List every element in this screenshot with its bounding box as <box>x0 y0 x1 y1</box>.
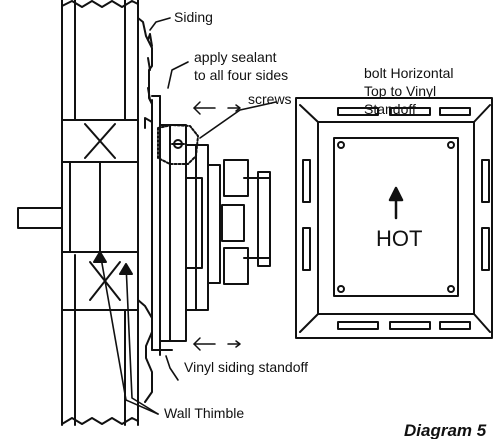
up-arrow-icon <box>388 186 404 220</box>
label-sealant-line2: to all four sides <box>194 67 288 83</box>
label-siding: Siding <box>174 9 213 25</box>
leader-lines <box>99 17 277 415</box>
horizontal-top-bracket <box>157 124 199 165</box>
label-screws: screws <box>248 91 292 107</box>
screw-arrow-bottom <box>193 337 241 351</box>
label-bolt-line3: Standoff <box>364 101 416 117</box>
vent-termination <box>159 124 271 342</box>
diagram-caption: Diagram 5 <box>404 421 487 439</box>
label-sealant-line1: apply sealant <box>194 49 277 65</box>
label-hot: HOT <box>376 226 422 251</box>
arrowhead-left <box>93 251 107 263</box>
siding-profile <box>137 17 153 403</box>
label-wall-thimble: Wall Thimble <box>164 405 244 421</box>
wall-thimble <box>61 161 139 253</box>
label-vinyl-siding-standoff: Vinyl siding standoff <box>184 359 308 375</box>
screw-arrow-top <box>193 101 241 115</box>
arrowhead-right <box>119 263 133 275</box>
label-bolt-line2: Top to Vinyl <box>364 83 436 99</box>
upper-framing-block <box>61 119 139 163</box>
vent-pipe-stub <box>17 207 63 229</box>
label-bolt-line1: bolt Horizontal <box>364 65 454 81</box>
vent-face-view <box>295 97 493 339</box>
